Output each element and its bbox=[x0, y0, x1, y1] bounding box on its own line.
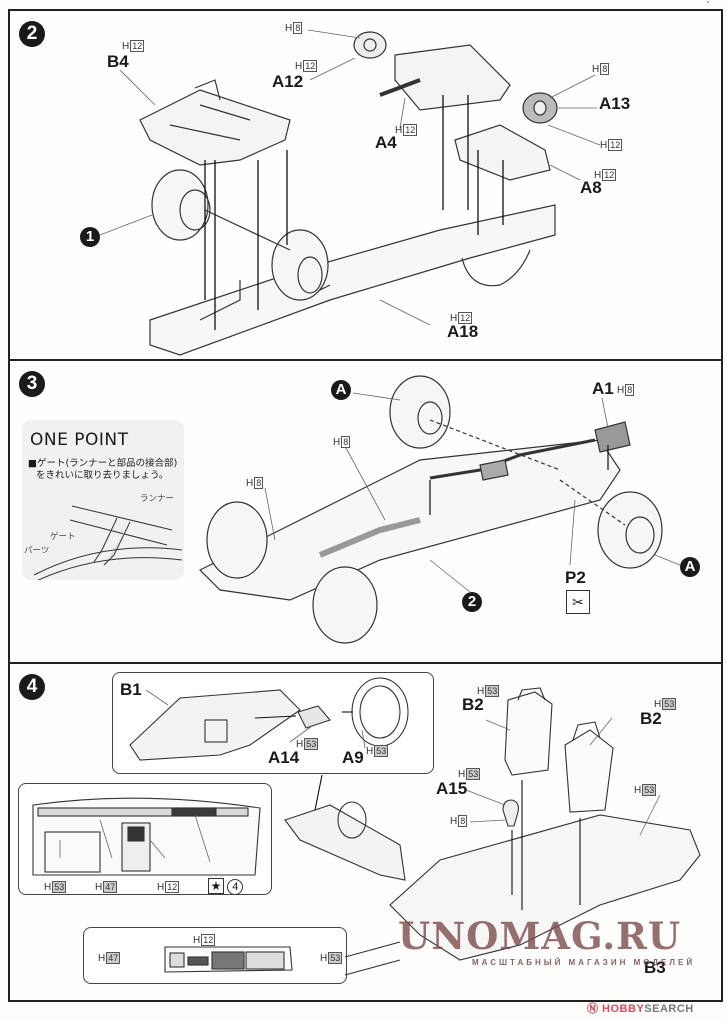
star-icon: ★ bbox=[208, 878, 224, 894]
one-point-title: ONE POINT bbox=[30, 430, 129, 450]
a4-rear-axle bbox=[394, 44, 511, 111]
part-label-a13: A13 bbox=[599, 94, 631, 113]
gate-diagram bbox=[33, 505, 183, 580]
part-label-a8: A8 bbox=[580, 178, 602, 197]
callout-subassembly-2: 2 bbox=[462, 592, 482, 612]
a18-chassis bbox=[149, 204, 556, 356]
label-parts: パーツ bbox=[24, 546, 50, 556]
source-badge: Ⓝ HOBBYSEARCH bbox=[587, 1000, 694, 1016]
one-point-text-line: ■ゲート(ランナーと部品の接合部) bbox=[28, 458, 178, 469]
part-label-a14: A14 bbox=[268, 748, 300, 767]
b4-floor-tray bbox=[139, 89, 291, 166]
step-2-number: 2 bbox=[19, 21, 45, 47]
one-point-tip: ONE POINT ■ゲート(ランナーと部品の接合部) をきれいに取り去りましょ… bbox=[22, 420, 184, 580]
callout-wheel-a: A bbox=[331, 380, 351, 400]
part-label-b2: B2 bbox=[462, 695, 484, 714]
part-label-b4: B4 bbox=[107, 52, 129, 71]
one-point-text-line: をきれいに取り去りましょう。 bbox=[36, 470, 169, 481]
part-label-b3: B3 bbox=[644, 958, 666, 977]
part-label-p2: P2 bbox=[565, 568, 586, 587]
a8-fuel-tank bbox=[454, 124, 551, 181]
part-label-a12: A12 bbox=[272, 72, 304, 91]
part-label-a1: A1 bbox=[592, 379, 614, 398]
callout-subassembly-1: 1 bbox=[80, 227, 100, 247]
label-gate: ゲート bbox=[50, 532, 76, 542]
cut-tool-icon: ✂ bbox=[566, 590, 590, 614]
one-point-text: ■ゲート(ランナーと部品の接合部) をきれいに取り去りましょう。 bbox=[28, 458, 184, 482]
watermark-title: UNOMAG.RU bbox=[398, 914, 682, 958]
part-label-a15: A15 bbox=[436, 779, 468, 798]
part-label-b1: B1 bbox=[120, 680, 142, 699]
step-4-number: 4 bbox=[19, 674, 45, 700]
part-label-a9: A9 bbox=[342, 748, 364, 767]
source-badge-text: SEARCH bbox=[644, 1003, 694, 1015]
watermark-subtitle: МАСШТАБНЫЙ МАГАЗИН МОДЕЛЕЙ bbox=[472, 958, 696, 967]
label-runner: ランナー bbox=[140, 494, 175, 504]
decal-reference: ★ 4 bbox=[208, 878, 244, 895]
part-label-b2: B2 bbox=[640, 709, 662, 728]
step-3-number: 3 bbox=[19, 371, 45, 397]
a12-brake-disc bbox=[353, 31, 387, 59]
hobby-logo: Ⓝ HOBBY bbox=[587, 1003, 645, 1015]
part-label-a4: A4 bbox=[375, 133, 397, 152]
part-label-a18: A18 bbox=[447, 322, 479, 341]
top-mark: ’ bbox=[706, 0, 709, 11]
decal-number: 4 bbox=[227, 879, 244, 895]
callout-wheel-a: A bbox=[680, 557, 700, 577]
